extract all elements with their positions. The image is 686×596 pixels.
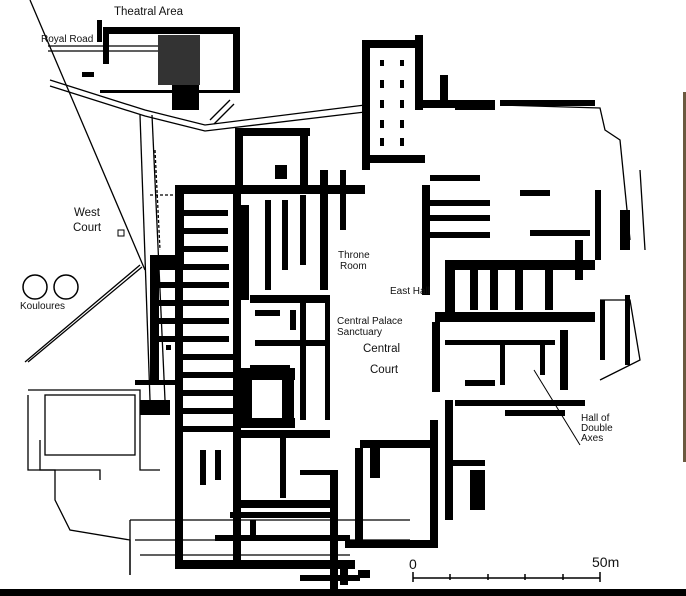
label-throne-room-1: Throne	[338, 250, 370, 261]
label-sanctuary-1: Central Palace	[337, 316, 403, 327]
label-hall-double-axes-1: Hall of	[581, 413, 610, 424]
label-west-court-2: Court	[73, 222, 102, 234]
roads	[24, 0, 646, 575]
label-central-court-2: Court	[370, 364, 399, 376]
kouloures-pits	[22, 274, 79, 300]
label-central-court-1: Central	[363, 343, 401, 355]
label-throne-room-2: Room	[340, 261, 367, 272]
label-hall-double-axes-2: Double	[581, 423, 613, 434]
hall-pointer-arrow	[533, 369, 581, 446]
right-edge-strip	[683, 92, 686, 462]
label-kouloures: Kouloures	[20, 301, 66, 312]
scale-start-label: 0	[409, 556, 417, 572]
label-hall-double-axes-3: Axes	[581, 433, 604, 444]
label-theatral-area: Theatral Area	[114, 6, 184, 18]
scale-end-label: 50m	[592, 554, 620, 570]
label-royal-road: Royal Road	[41, 34, 94, 45]
label-west-court-1: West	[74, 207, 100, 219]
label-sanctuary-2: Sanctuary	[337, 327, 383, 338]
bottom-border	[0, 589, 686, 596]
label-east-hall: East Hall	[390, 286, 431, 297]
walls	[82, 20, 630, 596]
scale-bar	[412, 572, 601, 582]
